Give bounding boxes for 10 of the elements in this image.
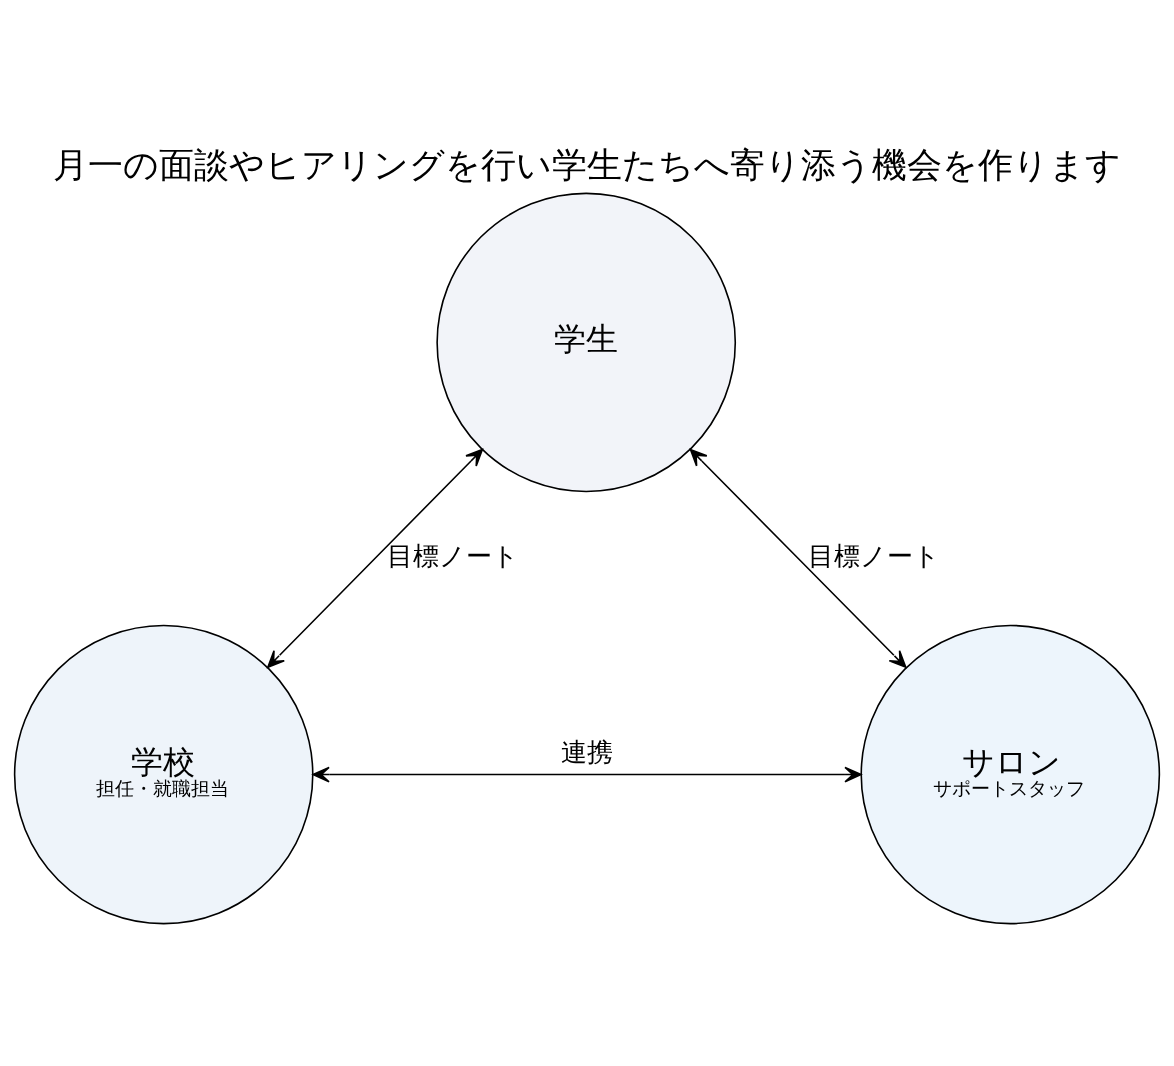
arrow — [267, 448, 484, 668]
node-circle: サロン サポートスタッフ — [860, 624, 1161, 925]
edge-label: 連携 — [561, 737, 613, 768]
edge-label: 目標ノート — [387, 540, 520, 571]
node-circle: 学生 — [436, 192, 737, 493]
arrow — [689, 448, 907, 668]
edge-label: 目標ノート — [807, 540, 940, 571]
arrow — [312, 766, 862, 783]
node-circle: 学校 担任・就職担当 — [13, 624, 314, 925]
diagram-title: 月一の面談やヒアリングを行い学生たちへ寄り添う機会を作ります — [53, 143, 1121, 185]
